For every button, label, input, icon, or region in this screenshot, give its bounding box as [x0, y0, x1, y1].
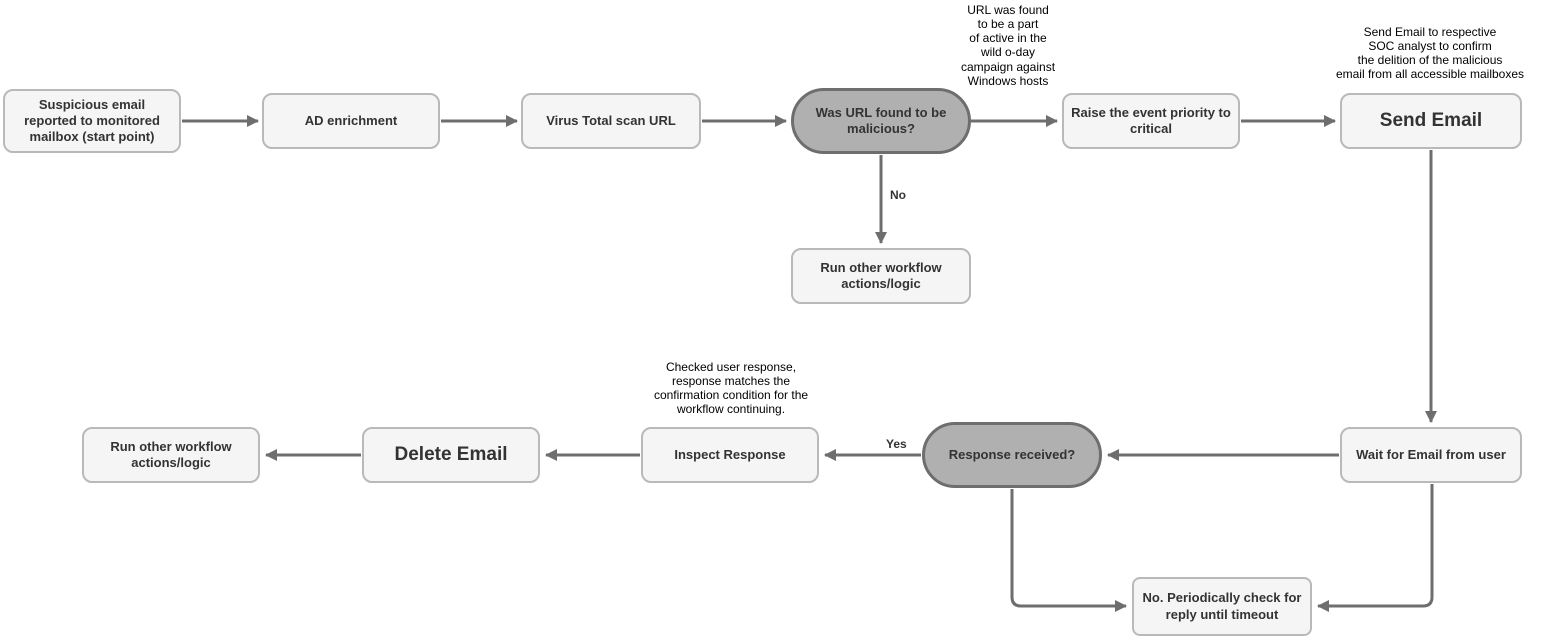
edge-label-yes: Yes — [884, 437, 909, 451]
node-send-email: Send Email — [1340, 93, 1522, 149]
node-delete-email: Delete Email — [362, 427, 540, 483]
node-virus-total: Virus Total scan URL — [521, 93, 701, 149]
node-raise-priority-label: Raise the event priority to critical — [1071, 104, 1231, 136]
node-ad-enrichment-label: AD enrichment — [304, 112, 398, 128]
node-periodic-check: No. Periodically check for reply until t… — [1132, 577, 1312, 636]
node-inspect-response: Inspect Response — [641, 427, 819, 483]
node-send-email-label: Send Email — [1379, 110, 1483, 132]
node-raise-priority: Raise the event priority to critical — [1062, 93, 1240, 149]
edge-response-no-to-periodic — [1010, 489, 1127, 612]
annotation-inspect-response: Checked user response, response matches … — [653, 360, 809, 417]
node-response-received-decision-label: Response received? — [948, 446, 1076, 462]
node-delete-email-label: Delete Email — [394, 444, 508, 466]
node-inspect-response-label: Inspect Response — [674, 446, 786, 462]
node-url-malicious-decision: Was URL found to be malicious? — [791, 88, 971, 154]
annotation-url-campaign: URL was found to be a part of active in … — [960, 3, 1056, 88]
node-run-other-workflow-top-label: Run other workflow actions/logic — [820, 259, 942, 291]
node-virus-total-label: Virus Total scan URL — [546, 112, 676, 128]
node-wait-for-email: Wait for Email from user — [1340, 427, 1522, 483]
node-run-other-workflow-top: Run other workflow actions/logic — [791, 248, 971, 304]
edge-label-no: No — [888, 188, 908, 202]
node-wait-for-email-label: Wait for Email from user — [1356, 446, 1506, 462]
node-start: Suspicious email reported to monitored m… — [3, 89, 181, 153]
node-periodic-check-label: No. Periodically check for reply until t… — [1142, 590, 1302, 622]
node-url-malicious-decision-label: Was URL found to be malicious? — [815, 104, 947, 136]
node-run-other-workflow-bottom: Run other workflow actions/logic — [82, 427, 260, 483]
node-start-label: Suspicious email reported to monitored m… — [24, 96, 160, 145]
node-run-other-workflow-bottom-label: Run other workflow actions/logic — [110, 438, 232, 470]
edge-wait-timeout-to-periodic — [1317, 484, 1434, 612]
node-response-received-decision: Response received? — [922, 422, 1102, 488]
node-ad-enrichment: AD enrichment — [262, 93, 440, 149]
annotation-send-email: Send Email to respective SOC analyst to … — [1335, 25, 1525, 82]
